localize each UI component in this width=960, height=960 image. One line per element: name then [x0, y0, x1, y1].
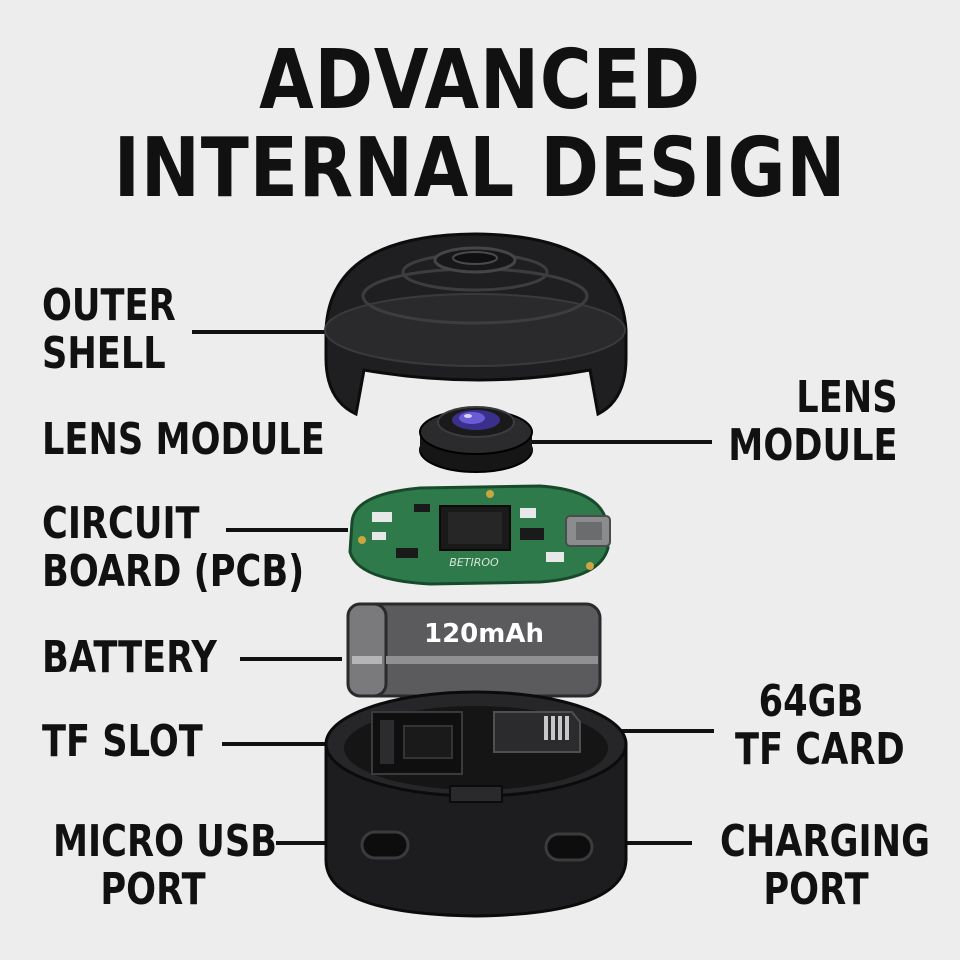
label-lens-module-right: LENS MODULE — [728, 372, 898, 472]
tf-card — [493, 711, 581, 753]
label-tf-card: 64GB TF CARD — [735, 676, 905, 776]
label-lens-module-left: LENS MODULE — [42, 414, 325, 465]
micro-usb-port — [360, 830, 410, 860]
battery: 120mAh — [346, 602, 602, 698]
label-outer-shell: OUTER SHELL — [42, 280, 176, 380]
base-housing — [324, 690, 628, 918]
battery-capacity: 120mAh — [424, 619, 544, 649]
title-line-2: INTERNAL DESIGN — [113, 121, 847, 216]
label-charging-port: CHARGING PORT — [720, 816, 930, 916]
outer-shell — [324, 232, 628, 417]
circuit-board: BETIROO — [348, 484, 611, 586]
charging-port — [544, 832, 594, 862]
label-tf-slot: TF SLOT — [42, 716, 203, 767]
label-circuit-board: CIRCUIT BOARD (PCB) — [42, 498, 305, 598]
pcb-marking: BETIROO — [449, 556, 499, 569]
title-line-1: ADVANCED — [259, 33, 701, 128]
label-battery: BATTERY — [42, 632, 217, 683]
label-micro-usb-port: MICRO USB PORT — [53, 816, 278, 916]
lens-module — [419, 406, 533, 473]
